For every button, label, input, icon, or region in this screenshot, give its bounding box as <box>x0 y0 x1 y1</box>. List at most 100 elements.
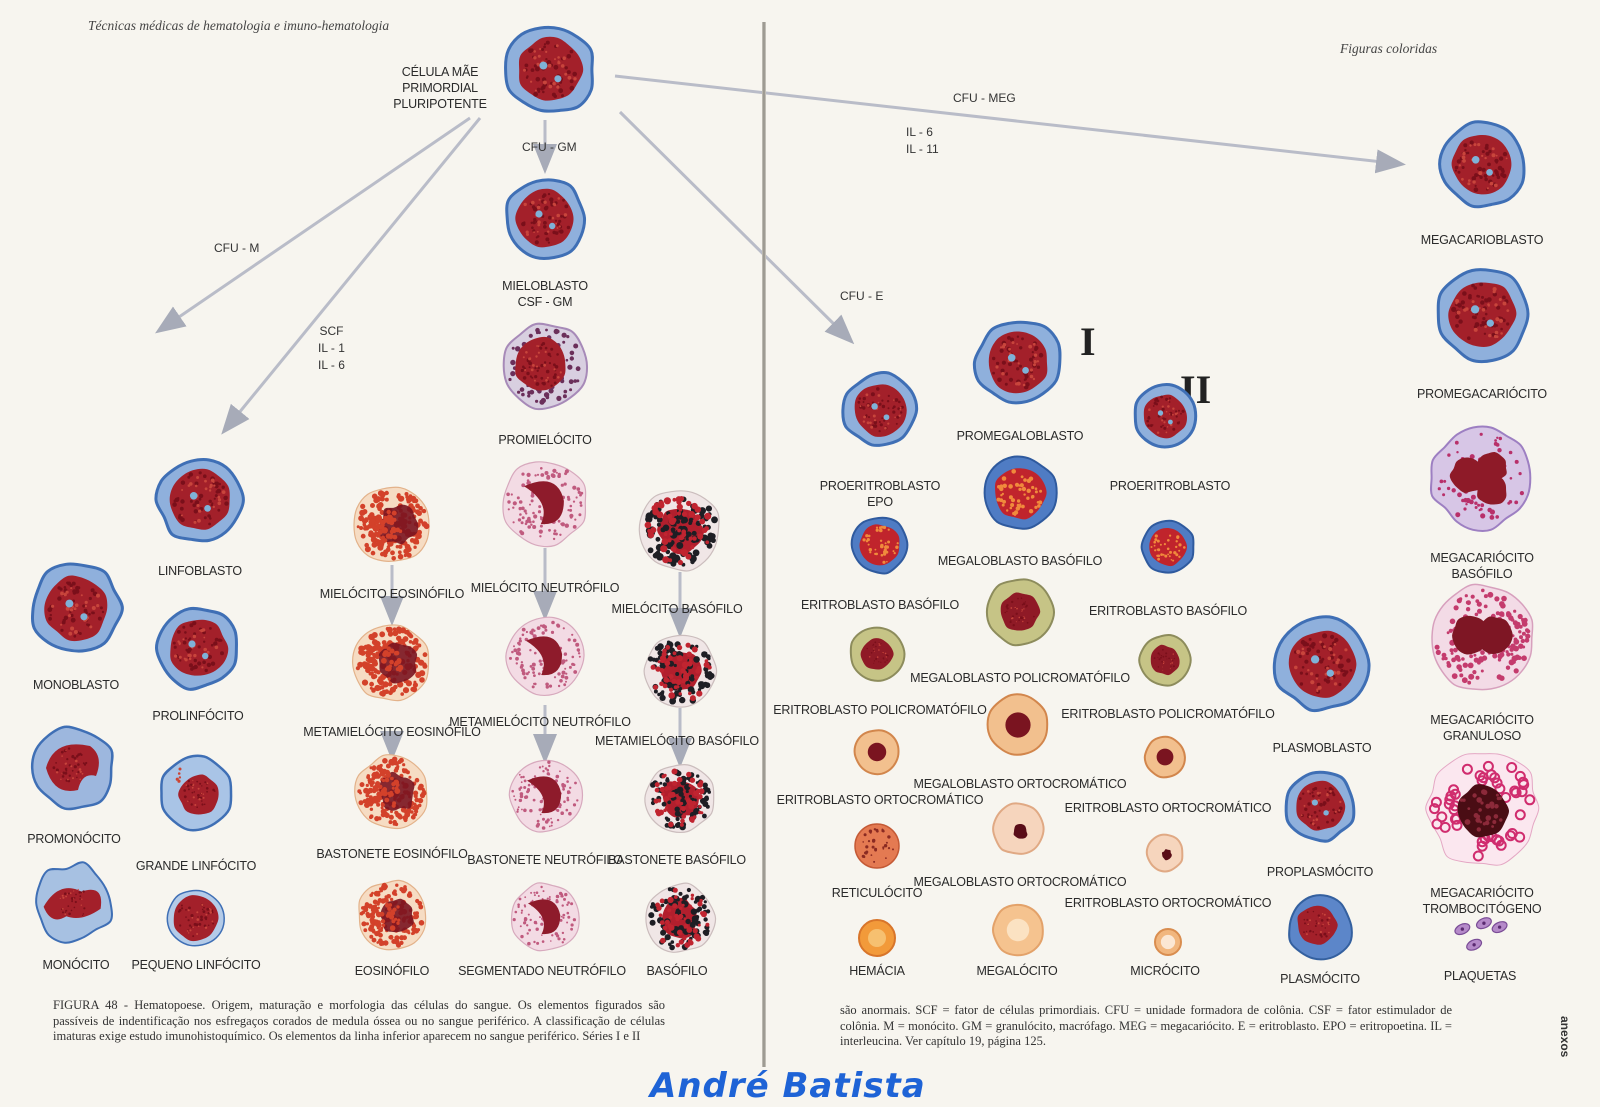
cell-label-megalocito: MEGALÓCITO <box>976 964 1058 978</box>
cell-illustration-segmentado-neutrofilo <box>510 882 580 952</box>
cell-illustration-metamielocito-eosinofilo <box>351 624 430 702</box>
cell-megaloblasto-ortocromatico-1 <box>980 687 1056 763</box>
cell-microcito <box>1147 921 1189 963</box>
cell-bastonete-neutrofilo <box>501 751 589 839</box>
cell-metamielocito-neutrofilo <box>499 610 591 702</box>
cell-megalocito <box>985 897 1051 963</box>
cell-illustration-monocito <box>35 861 113 944</box>
cell-illustration-celula-mae <box>504 25 594 113</box>
cell-megaloblasto-ortocromatico-2 <box>985 796 1051 862</box>
cell-illustration-proeritroblasto-2 <box>1133 383 1198 449</box>
cell-eritroblasto-ortocromatico-3 <box>1139 827 1191 879</box>
cell-illustration-megaloblasto-policromatofilo <box>985 578 1056 647</box>
cell-illustration-basofilo <box>645 882 717 953</box>
cell-monoblasto <box>24 556 128 660</box>
annotation-scf-il: SCF IL - 1 IL - 6 <box>318 324 345 372</box>
cell-mielocito-eosinofilo <box>346 479 438 571</box>
cell-illustration-mielocito-neutrofilo <box>502 461 587 548</box>
watermark-signature: André Batista <box>650 1066 926 1106</box>
cell-eritroblasto-policromatofilo-1 <box>842 619 912 689</box>
cell-illustration-monoblasto <box>30 562 124 653</box>
cell-promielocito <box>495 316 595 416</box>
cell-illustration-eritroblasto-basofilo-1 <box>850 516 909 575</box>
cell-illustration-megacariocito-basofilo <box>1429 425 1532 532</box>
cell-proeritroblasto-1 <box>836 366 924 454</box>
arrow-to-cfu-e <box>618 110 855 345</box>
header-left: Técnicas médicas de hematologia e imuno-… <box>88 18 390 33</box>
cell-eritroblasto-ortocromatico-2 <box>1137 729 1193 785</box>
cell-promegacariocito <box>1428 260 1536 368</box>
cell-label-eritroblasto-ortocromatico-2: ERITROBLASTO ORTOCROMÁTICO <box>1064 801 1272 815</box>
cell-eosinofilo <box>350 873 434 957</box>
cell-illustration-bastonete-neutrofilo <box>508 759 584 833</box>
cell-illustration-promonocito <box>30 725 114 811</box>
cell-label-grande-linfocito: GRANDE LINFÓCITO <box>135 859 257 873</box>
cell-plasmocito <box>1280 888 1360 968</box>
cell-label-megaloblasto-policromatofilo: MEGALOBLASTO POLICROMATÓFILO <box>910 671 1130 685</box>
cell-megaloblasto-policromatofilo <box>979 571 1061 653</box>
cell-label-linfoblasto: LINFOBLASTO <box>158 564 242 578</box>
cell-label-plasmoblasto: PLASMOBLASTO <box>1272 741 1372 755</box>
cell-label-eritroblasto-ortocromatico-3: ERITROBLASTO ORTOCROMÁTICO <box>1064 896 1272 910</box>
cell-proplasmocito <box>1278 764 1362 848</box>
series-one-mark: I <box>1080 319 1096 364</box>
cell-illustration-metamielocito-basofilo <box>643 634 718 708</box>
cell-label-reticulocito: RETICULÓCITO <box>831 886 923 900</box>
cell-label-eritroblasto-ortocromatico-1: ERITROBLASTO ORTOCROMÁTICO <box>776 793 984 807</box>
cell-megacariocito-granuloso <box>1422 578 1542 698</box>
cell-illustration-hemacia <box>858 919 896 957</box>
annotation-il-6-11: IL - 6 IL - 11 <box>906 125 939 156</box>
cell-label-hemacia: HEMÁCIA <box>849 964 905 978</box>
cell-illustration-megaloblasto-ortocromatico-1 <box>986 693 1049 756</box>
cell-illustration-promegaloblasto <box>972 320 1062 405</box>
cell-promonocito <box>26 720 122 816</box>
cell-illustration-eosinofilo <box>358 879 427 951</box>
cell-label-promegaloblasto: PROMEGALOBLASTO <box>956 429 1084 443</box>
cell-label-bastonete-basofilo: BASTONETE BASÓFILO <box>608 853 746 867</box>
cell-label-prolinfocito: PROLINFÓCITO <box>152 709 244 723</box>
cell-reticulocito <box>847 816 907 876</box>
cell-pequeno-linfocito <box>160 882 232 954</box>
header-right: Figuras coloridas <box>1340 41 1438 56</box>
cell-plasmoblasto <box>1268 610 1376 718</box>
cell-label-eosinofilo: EOSINÓFILO <box>354 964 430 978</box>
cell-monocito <box>28 857 120 949</box>
annotation-cfu-e: CFU - E <box>840 289 884 303</box>
cell-label-megaloblasto-ortocromatico-1: MEGALOBLASTO ORTOCROMÁTICO <box>913 777 1127 791</box>
cell-illustration-promielocito <box>502 322 589 411</box>
cell-label-promegacariocito: PROMEGACARIÓCITO <box>1417 387 1547 401</box>
cell-label-celula-mae: CÉLULA MÃE PRIMORDIAL PLURIPOTENTE <box>393 65 487 111</box>
cell-mielocito-basofilo <box>632 482 728 578</box>
cell-plaquetas <box>1444 897 1516 969</box>
cell-label-megacariocito-trombocitogeno: MEGACARIÓCITO TROMBOCITÓGENO <box>1422 886 1542 916</box>
cell-eritroblasto-basofilo-2 <box>1134 513 1202 581</box>
cell-label-proeritroblasto-1: PROERITROBLASTO EPO <box>819 479 941 509</box>
book-spine <box>762 22 766 1067</box>
cell-illustration-megaloblasto-ortocromatico-2 <box>992 802 1045 855</box>
cell-label-microcito: MICRÓCITO <box>1130 964 1200 978</box>
cell-illustration-megaloblasto-basofilo <box>983 455 1058 530</box>
cell-label-monoblasto: MONOBLASTO <box>33 678 119 692</box>
cell-illustration-plasmoblasto <box>1272 615 1371 713</box>
arrow-to-monoblasto <box>155 116 471 334</box>
cell-illustration-eritroblasto-policromatofilo-1 <box>849 626 906 682</box>
cell-basofilo <box>638 876 722 960</box>
cell-promegaloblasto <box>968 312 1068 412</box>
cell-label-metamielocito-eosinofilo: METAMIELÓCITO EOSINÓFILO <box>303 725 481 739</box>
cell-label-mielocito-neutrofilo: MIELÓCITO NEUTRÓFILO <box>470 581 620 595</box>
cell-prolinfocito <box>150 600 246 696</box>
annotation-cfu-m: CFU - M <box>214 241 260 255</box>
cell-illustration-megacariocito-granuloso <box>1431 583 1534 691</box>
cell-label-bastonete-neutrofilo: BASTONETE NEUTRÓFILO <box>467 853 623 867</box>
arrow-to-linfoblasto <box>221 117 482 435</box>
cell-label-bastonete-eosinofilo: BASTONETE EOSINÓFILO <box>316 847 468 861</box>
cell-label-proeritroblasto-2: PROERITROBLASTO <box>1109 479 1231 493</box>
cell-illustration-promegacariocito <box>1436 268 1530 364</box>
cell-label-megacarioblasto: MEGACARIOBLASTO <box>1420 233 1544 247</box>
cell-segmentado-neutrofilo <box>503 875 587 959</box>
cell-illustration-bastonete-eosinofilo <box>354 754 428 830</box>
cell-illustration-pequeno-linfocito <box>166 889 225 947</box>
